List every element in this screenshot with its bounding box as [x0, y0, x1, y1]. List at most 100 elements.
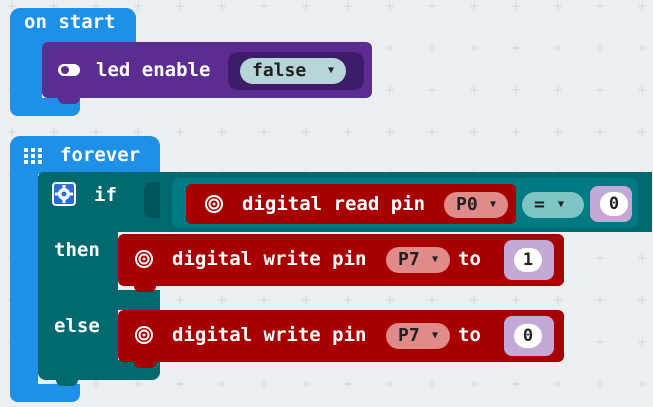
grid-mark [92, 380, 100, 388]
grid-mark [386, 86, 394, 94]
grid-mark [470, 296, 478, 304]
grid-mark [596, 128, 604, 136]
gear-icon[interactable] [52, 182, 76, 206]
grid-mark [386, 2, 394, 10]
operator-dropdown[interactable]: = ▼ [522, 192, 584, 218]
then-digital-write-notch [134, 284, 156, 292]
grid-mark [344, 2, 352, 10]
if-block-footer [38, 360, 160, 380]
grid-mark [176, 2, 184, 10]
grid-mark [512, 380, 520, 388]
grid-mark [8, 128, 16, 136]
grid-mark [428, 380, 436, 388]
grid-mark [428, 86, 436, 94]
read-pin-dropdown[interactable]: P0 ▼ [444, 192, 508, 218]
triangle-down-icon: ▼ [558, 199, 565, 210]
on-start-label: on start [24, 11, 116, 33]
grid-mark [218, 2, 226, 10]
led-enable-value-dropdown[interactable]: false ▼ [240, 58, 346, 84]
grid-mark [638, 2, 646, 10]
grid-mark [554, 380, 562, 388]
triangle-down-icon: ▼ [432, 254, 439, 265]
grid-mark [302, 128, 310, 136]
on-start-block[interactable] [10, 8, 136, 46]
grid-mark [554, 296, 562, 304]
grid-icon [24, 148, 42, 164]
forever-label: forever [60, 144, 141, 166]
led-enable-notch [58, 96, 80, 104]
grid-mark [512, 296, 520, 304]
digital-read-label: digital read pin [242, 193, 426, 215]
grid-mark [596, 86, 604, 94]
grid-mark [554, 44, 562, 52]
then-digital-write-block[interactable] [118, 234, 564, 286]
grid-mark [386, 44, 394, 52]
pin-target-icon [134, 249, 154, 269]
grid-mark [638, 128, 646, 136]
pin-target-icon [134, 325, 154, 345]
grid-mark [638, 338, 646, 346]
led-enable-label: led enable [96, 59, 211, 81]
if-block-spine [38, 172, 118, 380]
grid-mark [596, 338, 604, 346]
then-write-label: digital write pin [172, 248, 367, 270]
grid-mark [176, 128, 184, 136]
grid-mark [512, 128, 520, 136]
grid-mark [134, 128, 142, 136]
then-label: then [54, 239, 100, 261]
grid-mark [134, 2, 142, 10]
grid-mark [260, 296, 268, 304]
if-condition-socket [144, 182, 160, 218]
grid-mark [134, 380, 142, 388]
forever-body [10, 170, 38, 402]
grid-mark [428, 296, 436, 304]
grid-mark [554, 86, 562, 94]
if-label: if [94, 184, 117, 206]
if-block-notch [56, 378, 78, 386]
grid-mark [218, 380, 226, 388]
grid-mark [344, 380, 352, 388]
else-digital-write-notch [134, 360, 156, 368]
grid-mark [512, 86, 520, 94]
grid-mark [176, 380, 184, 388]
else-write-label: digital write pin [172, 324, 367, 346]
grid-mark [260, 128, 268, 136]
then-pin-value: P7 [398, 249, 420, 270]
grid-mark [638, 44, 646, 52]
then-pin-dropdown[interactable]: P7 ▼ [386, 247, 450, 273]
grid-mark [344, 128, 352, 136]
then-value-field[interactable]: 1 [514, 248, 542, 272]
grid-mark [302, 380, 310, 388]
else-digital-write-block[interactable] [118, 310, 564, 362]
grid-mark [512, 44, 520, 52]
triangle-down-icon: ▼ [432, 330, 439, 341]
then-to-label: to [458, 248, 481, 270]
grid-mark [638, 86, 646, 94]
grid-mark [50, 128, 58, 136]
grid-mark [302, 296, 310, 304]
grid-mark [596, 380, 604, 388]
compare-value-field[interactable]: 0 [600, 192, 628, 216]
forever-footer [10, 384, 80, 402]
grid-mark [470, 86, 478, 94]
grid-mark [596, 296, 604, 304]
grid-mark [512, 2, 520, 10]
grid-mark [470, 2, 478, 10]
grid-mark [92, 128, 100, 136]
grid-mark [596, 2, 604, 10]
pin-target-icon [204, 194, 224, 214]
grid-mark [638, 254, 646, 262]
led-enable-value: false [252, 60, 307, 81]
grid-mark [218, 128, 226, 136]
else-value-field[interactable]: 0 [514, 324, 542, 348]
grid-mark [638, 296, 646, 304]
else-pin-dropdown[interactable]: P7 ▼ [386, 323, 450, 349]
grid-mark [470, 380, 478, 388]
toggle-icon [58, 64, 80, 76]
grid-mark [218, 296, 226, 304]
operator-value: = [534, 194, 545, 215]
else-label: else [54, 315, 100, 337]
grid-mark [428, 2, 436, 10]
else-to-label: to [458, 324, 481, 346]
grid-mark [554, 2, 562, 10]
